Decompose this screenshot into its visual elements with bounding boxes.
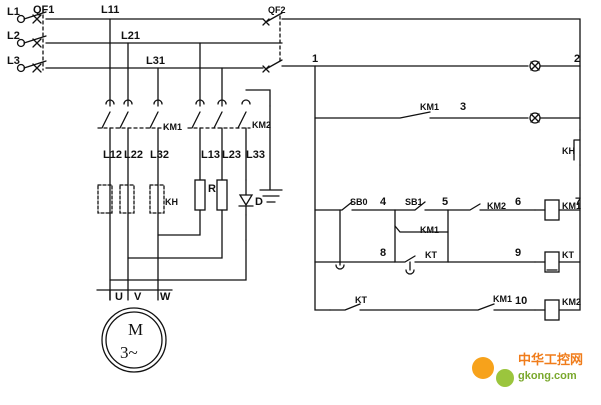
label-l1: L1 <box>7 6 20 18</box>
label-coil-km1: KM1 <box>562 201 581 211</box>
label-l23: L23 <box>222 149 241 161</box>
control-circuit <box>314 60 581 321</box>
label-motor-phase: 3~ <box>120 343 138 362</box>
label-kh-main: KH <box>165 197 178 207</box>
label-km1-lamp: KM1 <box>420 102 439 112</box>
label-l12: L12 <box>103 149 122 161</box>
label-kt-contact: KT <box>425 250 437 260</box>
label-sb1: SB1 <box>405 197 423 207</box>
watermark: 中华工控网 gkong.com <box>472 352 583 387</box>
label-km2-main: KM2 <box>252 120 271 130</box>
motor-feeders <box>97 18 166 301</box>
label-l3: L3 <box>7 55 20 67</box>
node-4: 4 <box>380 196 387 208</box>
gear-icon <box>472 357 494 379</box>
node-3: 3 <box>460 101 466 113</box>
label-terminal-v: V <box>134 291 142 303</box>
label-l22: L22 <box>124 149 143 161</box>
gear-icon-small <box>496 369 514 387</box>
motor <box>96 289 173 373</box>
label-kt-bottom: KT <box>355 295 367 305</box>
label-l2: L2 <box>7 30 20 42</box>
watermark-url: gkong.com <box>518 370 577 382</box>
label-km1-main: KM1 <box>163 122 182 132</box>
label-l33: L33 <box>246 149 265 161</box>
node-5: 5 <box>442 196 448 208</box>
label-l31: L31 <box>146 55 165 67</box>
label-km2-interlock: KM2 <box>487 201 506 211</box>
label-km1-bottom: KM1 <box>493 294 512 304</box>
label-sb0: SB0 <box>350 197 368 207</box>
label-kh-contact: KH <box>562 146 575 156</box>
label-l13: L13 <box>201 149 220 161</box>
node-8: 8 <box>380 247 386 259</box>
node-2: 2 <box>574 53 580 65</box>
label-l21: L21 <box>121 30 140 42</box>
label-l32: L32 <box>150 149 169 161</box>
label-km1-hold: KM1 <box>420 225 439 235</box>
node-7: 7 <box>575 196 581 208</box>
supply-terminals <box>16 11 47 73</box>
node-1: 1 <box>312 53 318 65</box>
main-buses <box>45 18 283 69</box>
label-coil-kt: KT <box>562 250 574 260</box>
node-9: 9 <box>515 247 521 259</box>
node-6: 6 <box>515 196 521 208</box>
label-r: R <box>208 183 216 195</box>
label-d: D <box>255 196 263 208</box>
label-terminal-u: U <box>115 291 123 303</box>
label-l11: L11 <box>101 4 119 16</box>
watermark-text: 中华工控网 <box>518 352 583 367</box>
label-motor: M <box>128 320 143 339</box>
qf2-breaker <box>262 12 581 311</box>
label-qf1: QF1 <box>33 4 54 16</box>
brake-branch <box>109 42 283 281</box>
label-terminal-w: W <box>160 291 171 303</box>
labels: L1 L2 L3 QF1 L11 L21 L31 QF2 L12 L22 L32… <box>7 4 581 362</box>
label-coil-km2: KM2 <box>562 297 581 307</box>
node-10: 10 <box>515 295 527 307</box>
label-qf2: QF2 <box>268 5 286 15</box>
